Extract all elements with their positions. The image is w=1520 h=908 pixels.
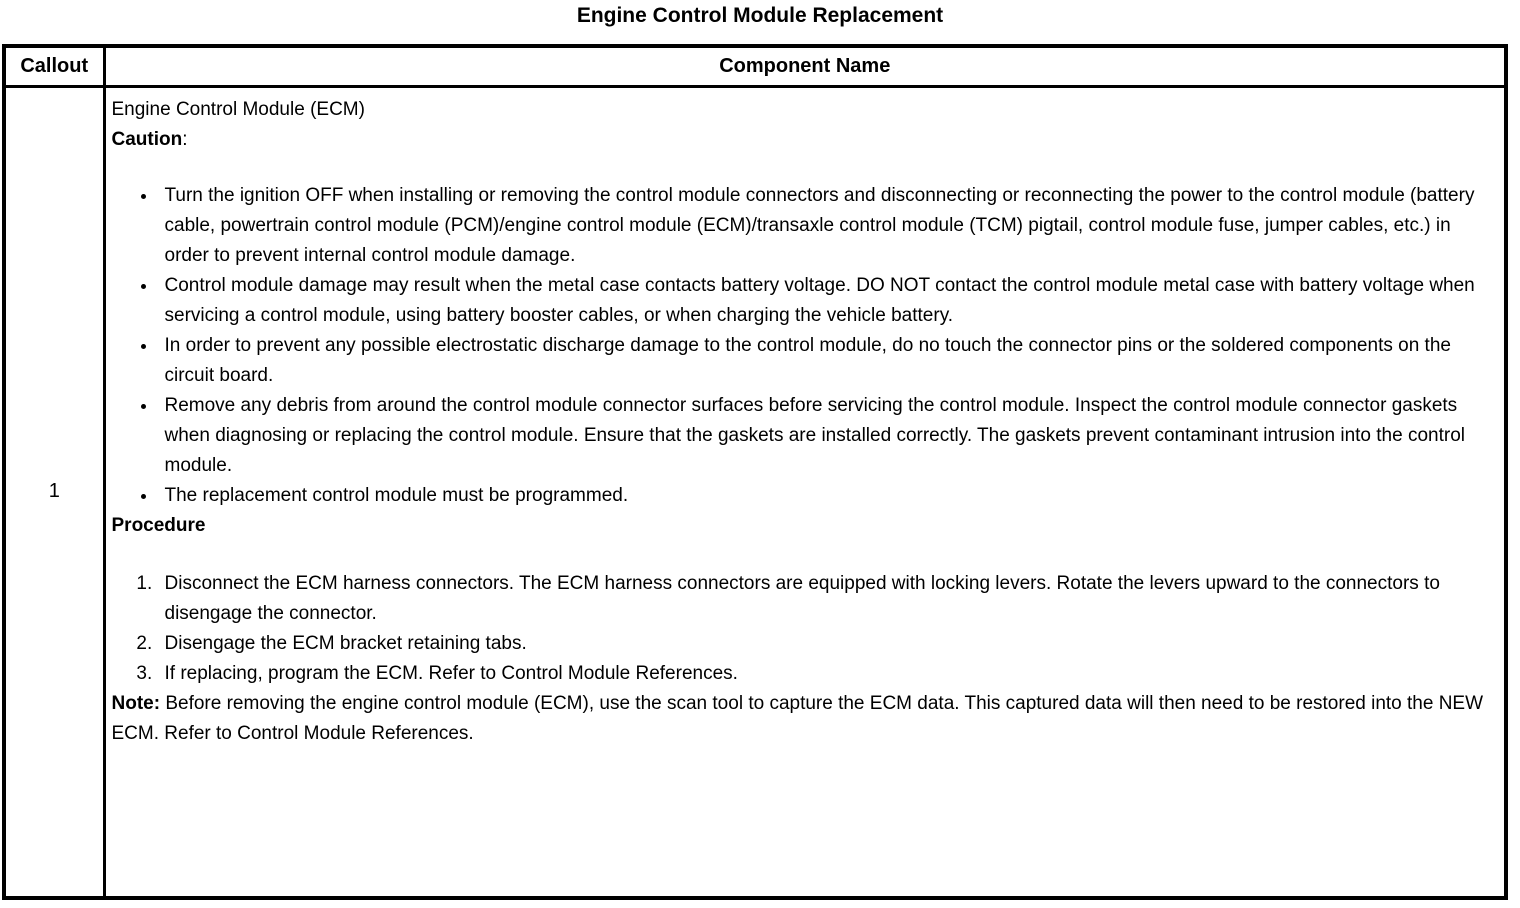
caution-bullet: Remove any debris from around the contro… bbox=[158, 391, 1495, 481]
procedure-step: Disengage the ECM bracket retaining tabs… bbox=[158, 629, 1495, 659]
caution-colon: : bbox=[182, 128, 188, 150]
caution-label: Caution bbox=[111, 128, 183, 150]
procedure-step: Disconnect the ECM harness connectors. T… bbox=[158, 569, 1495, 629]
callout-number: 1 bbox=[2, 84, 106, 900]
procedure-step: If replacing, program the ECM. Refer to … bbox=[158, 659, 1495, 689]
procedure-step-list: Disconnect the ECM harness connectors. T… bbox=[112, 569, 1495, 689]
header-callout: Callout bbox=[2, 44, 106, 88]
caution-heading: Caution: bbox=[112, 125, 1495, 155]
caution-bullet: The replacement control module must be p… bbox=[158, 481, 1495, 511]
caution-bullet: Control module damage may result when th… bbox=[158, 271, 1495, 331]
caution-bullet: In order to prevent any possible electro… bbox=[158, 331, 1495, 391]
component-table: Callout Component Name 1 Engine Control … bbox=[2, 44, 1508, 900]
caution-bullet: Turn the ignition OFF when installing or… bbox=[158, 181, 1495, 271]
note-label: Note: bbox=[111, 692, 161, 714]
header-component-name: Component Name bbox=[102, 44, 1508, 88]
component-cell: Engine Control Module (ECM) Caution: Tur… bbox=[102, 84, 1508, 900]
caution-bullet-list: Turn the ignition OFF when installing or… bbox=[112, 181, 1495, 511]
procedure-heading: Procedure bbox=[111, 514, 206, 536]
page-title: Engine Control Module Replacement bbox=[576, 4, 944, 27]
component-title: Engine Control Module (ECM) bbox=[111, 98, 365, 120]
note-paragraph: Note: Before removing the engine control… bbox=[112, 689, 1495, 749]
table-row: 1 Engine Control Module (ECM) Caution: T… bbox=[2, 84, 1508, 900]
note-text: Before removing the engine control modul… bbox=[111, 692, 1484, 744]
table-header-row: Callout Component Name bbox=[2, 44, 1508, 88]
